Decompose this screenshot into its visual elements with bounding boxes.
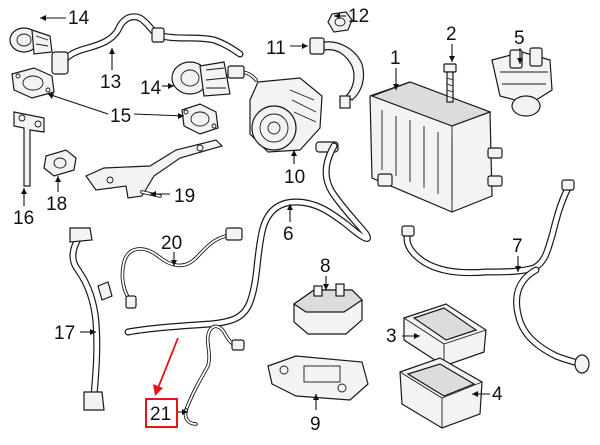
leader-lines (21, 13, 523, 415)
part-10-air-pump[interactable] (226, 65, 339, 153)
part-3-filter[interactable] (403, 303, 487, 367)
callout-15[interactable]: 15 (110, 106, 131, 127)
callout-labels: 14 13 14 15 16 18 19 20 6 10 11 12 1 2 5… (13, 6, 525, 435)
part-19-bracket[interactable] (85, 139, 224, 199)
part-8-bracket[interactable] (292, 283, 363, 335)
callout-16[interactable]: 16 (13, 208, 34, 229)
callout-18[interactable]: 18 (46, 194, 67, 215)
callout-6[interactable]: 6 (283, 224, 294, 245)
callout-19[interactable]: 19 (174, 186, 195, 207)
part-12-plug[interactable] (327, 11, 353, 33)
part-18-gasket[interactable] (43, 149, 77, 177)
part-21-sensor[interactable] (183, 324, 245, 426)
callout-8[interactable]: 8 (320, 256, 331, 277)
part-1-canister[interactable] (369, 81, 503, 213)
part-14-valve-lower[interactable] (171, 61, 231, 97)
callout-20[interactable]: 20 (161, 233, 182, 254)
callout-5[interactable]: 5 (514, 28, 525, 49)
part-15-gasket-right[interactable] (181, 103, 219, 135)
part-9-plate[interactable] (267, 355, 369, 401)
part-5-valve[interactable] (491, 47, 553, 117)
callout-13[interactable]: 13 (100, 72, 121, 93)
callout-3[interactable]: 3 (386, 326, 397, 347)
part-15-gasket-left[interactable] (11, 67, 55, 99)
part-6-hose[interactable] (124, 142, 371, 336)
callout-21[interactable]: 21 (150, 404, 171, 425)
callout-9[interactable]: 9 (310, 414, 321, 435)
callout-14-top[interactable]: 14 (68, 8, 90, 29)
part-11-connector[interactable] (309, 37, 365, 109)
callout-10[interactable]: 10 (284, 167, 305, 188)
callout-12[interactable]: 12 (348, 6, 369, 27)
highlight-arrow (153, 337, 179, 396)
part-17-pipe[interactable] (69, 227, 113, 411)
part-2-bolt[interactable] (443, 63, 457, 103)
part-7-hose[interactable] (401, 179, 590, 374)
callout-2[interactable]: 2 (446, 24, 457, 45)
callout-1[interactable]: 1 (390, 48, 401, 69)
part-13-hose[interactable] (51, 13, 244, 75)
part-4-housing[interactable] (399, 357, 483, 429)
callout-17[interactable]: 17 (54, 323, 75, 344)
callout-11[interactable]: 11 (266, 38, 286, 59)
callout-14-lower[interactable]: 14 (140, 78, 162, 99)
callout-7[interactable]: 7 (512, 236, 523, 257)
callout-4[interactable]: 4 (492, 384, 503, 405)
part-14-valve-top[interactable] (9, 27, 53, 55)
highlight-box-21 (145, 398, 178, 428)
part-16-bracket[interactable] (13, 111, 45, 187)
part-20-sensor[interactable] (120, 227, 243, 309)
